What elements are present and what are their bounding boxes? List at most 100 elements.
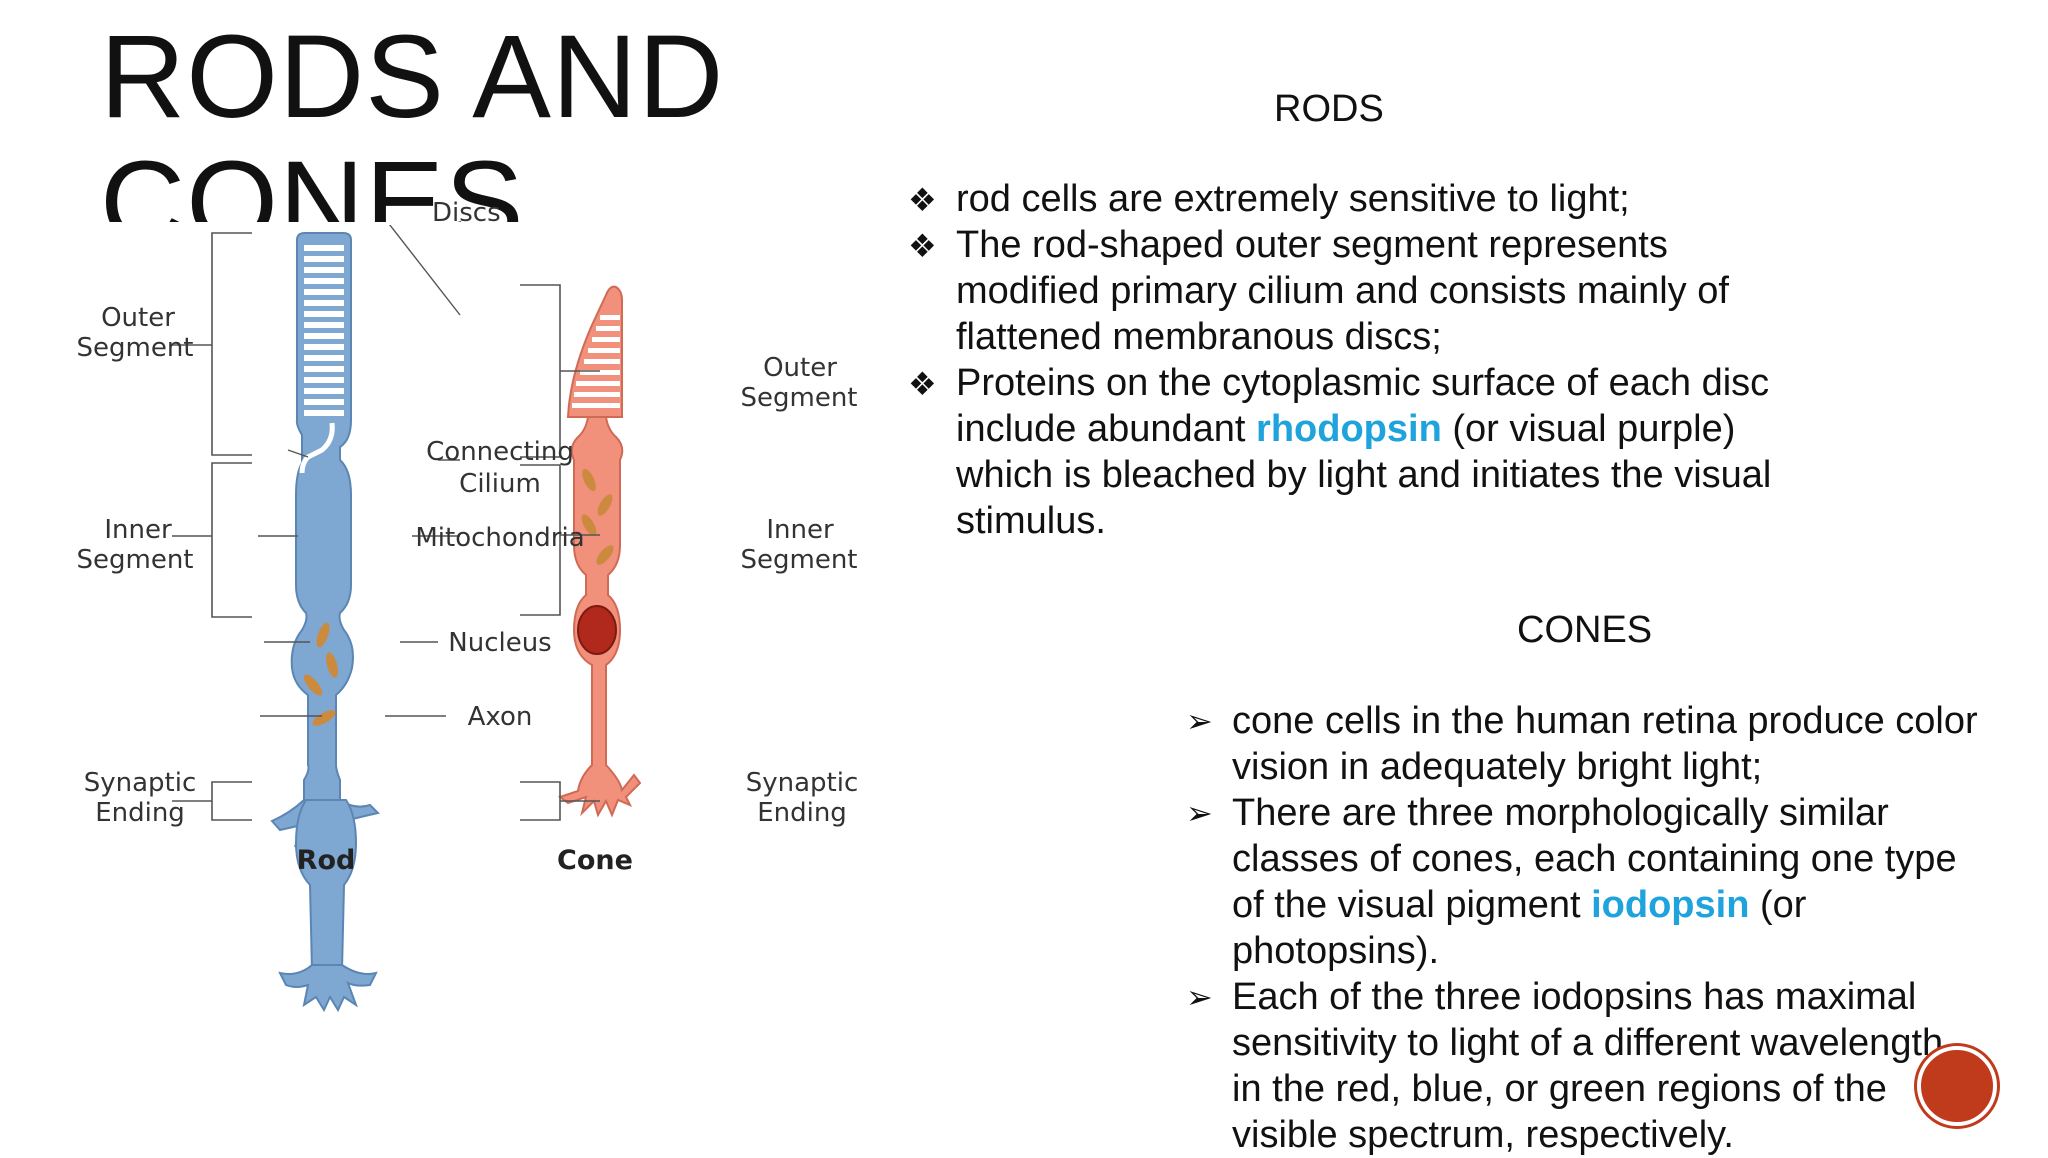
rod-disc: [304, 399, 344, 405]
bracket-cone-inner: [520, 464, 561, 616]
label-connecting-1: Connecting: [426, 437, 574, 467]
slide-title: RODS AND CONES: [100, 14, 725, 222]
cone-disc: [600, 315, 620, 320]
label-rod-synaptic-2: Ending: [95, 798, 185, 828]
cones-bullet: ➢ cone cells in the human retina produce…: [1182, 698, 1982, 790]
label-cone-outer-1: Outer: [763, 353, 837, 383]
discs-pointer: [389, 225, 461, 316]
rods-bullet: ❖ The rod-shaped outer segment represent…: [908, 222, 1808, 360]
label-cone-inner-2: Segment: [740, 545, 858, 575]
rod-disc: [304, 388, 344, 394]
cone-disc: [580, 370, 620, 375]
diamond-bullet-icon: ❖: [908, 366, 937, 402]
cone-discs: [572, 315, 620, 408]
label-cone-inner-1: Inner: [766, 515, 834, 545]
pointer-lines: [258, 225, 461, 717]
cones-bullet-text-after: (or photopsins).: [1232, 884, 1807, 972]
mitochondrion: [312, 710, 336, 726]
label-nucleus: Nucleus: [448, 628, 552, 658]
rod-mitochondria: [303, 622, 338, 726]
rod-disc: [304, 267, 344, 273]
rod-disc: [304, 311, 344, 317]
label-rod-outer-1: Outer: [101, 303, 175, 333]
caption-cone: Cone: [557, 845, 633, 876]
caption-rod: Rod: [296, 845, 356, 876]
rod-cone-illustration: [172, 225, 642, 1013]
diamond-bullet-icon: ❖: [908, 182, 937, 218]
label-discs: Discs: [432, 198, 501, 228]
cone-disc: [592, 337, 620, 342]
cones-bullet-text-before: There are three morphologically similar …: [1232, 792, 1957, 926]
bracket-rod-outer: [211, 232, 252, 456]
rods-bullet-text: The rod-shaped outer segment represents …: [956, 224, 1729, 358]
rod-disc: [304, 322, 344, 328]
rod-brackets: [172, 232, 252, 821]
cone-disc: [584, 359, 620, 364]
rod-body: [270, 232, 380, 848]
cones-bullet-list: ➢ cone cells in the human retina produce…: [1182, 698, 1982, 1158]
bracket-cone-outer: [520, 284, 561, 458]
rods-heading: RODS: [1274, 88, 1384, 130]
rhodopsin-term: rhodopsin: [1256, 408, 1442, 450]
rod-connecting-cilium: [299, 422, 335, 474]
label-connecting-2: Cilium: [459, 469, 541, 499]
iodopsin-term: iodopsin: [1591, 884, 1750, 926]
mitochondrion: [581, 514, 597, 536]
rods-bullet: ❖ Proteins on the cytoplasmic surface of…: [908, 360, 1808, 544]
cones-bullet-text: cone cells in the human retina produce c…: [1232, 700, 1978, 788]
label-rod-synaptic-1: Synaptic: [83, 768, 197, 798]
label-mitochondria: Mitochondria: [415, 523, 585, 553]
rod-disc: [304, 377, 344, 383]
label-rod-inner-1: Inner: [104, 515, 172, 545]
arrow-bullet-icon: ➢: [1186, 703, 1213, 739]
mitochondrion: [582, 468, 596, 492]
cones-bullet: ➢ There are three morphologically simila…: [1182, 790, 1982, 974]
rod-cell: [270, 232, 380, 1013]
cone-disc: [572, 403, 620, 408]
cone-nucleus: [577, 605, 617, 655]
arrow-bullet-icon: ➢: [1186, 795, 1213, 831]
rod-synaptic-ending: [278, 964, 378, 1013]
label-rod-inner-2: Segment: [76, 545, 194, 575]
rod-disc: [304, 300, 344, 306]
label-cone-synaptic-1: Synaptic: [745, 768, 859, 798]
label-axon: Axon: [467, 702, 533, 732]
rods-bullet-text-before: Proteins on the cytoplasmic surface of e…: [956, 362, 1770, 450]
label-rod-outer-2: Segment: [76, 333, 194, 363]
mitochondrion: [596, 545, 614, 565]
arrow-bullet-icon: ➢: [1186, 979, 1213, 1015]
rod-disc: [304, 278, 344, 284]
rod-discs: [304, 245, 344, 416]
rod-disc: [304, 256, 344, 262]
mitochondrion: [597, 494, 613, 516]
bracket-cone-synaptic: [520, 781, 561, 821]
rod-axon-shape: [294, 799, 358, 971]
cone-disc: [576, 381, 620, 386]
cones-bullet-text: Each of the three iodopsins has maximal …: [1232, 976, 1954, 1156]
mitochondrion: [303, 674, 323, 696]
cone-brackets: [520, 284, 600, 821]
cones-heading: CONES: [1517, 609, 1653, 651]
rod-disc: [304, 355, 344, 361]
cone-cell: [557, 285, 642, 818]
label-cone-synaptic-2: Ending: [757, 798, 847, 828]
rod-disc: [304, 245, 344, 251]
rod-disc: [304, 344, 344, 350]
cone-mitochondria: [581, 468, 614, 565]
rod-disc: [304, 366, 344, 372]
slide-badge-icon: [1917, 1046, 1997, 1126]
rods-bullet-list: ❖ rod cells are extremely sensitive to l…: [908, 176, 1808, 544]
label-cone-outer-2: Segment: [740, 383, 858, 413]
rod-disc: [304, 410, 344, 416]
mitochondrion: [326, 652, 338, 678]
diamond-bullet-icon: ❖: [908, 228, 937, 264]
rods-bullet-text-after: (or visual purple) which is bleached by …: [956, 408, 1772, 542]
rods-bullet-text: rod cells are extremely sensitive to lig…: [956, 178, 1630, 220]
cone-disc: [596, 326, 620, 331]
rod-cone-diagram: Discs Outer Segment Outer Segment Connec…: [40, 198, 880, 1125]
bracket-rod-inner: [211, 462, 252, 618]
cone-disc: [574, 392, 620, 397]
cilium-pointer-rod: [287, 449, 309, 458]
cones-bullet: ➢ Each of the three iodopsins has maxima…: [1182, 974, 1982, 1158]
rod-disc: [304, 333, 344, 339]
